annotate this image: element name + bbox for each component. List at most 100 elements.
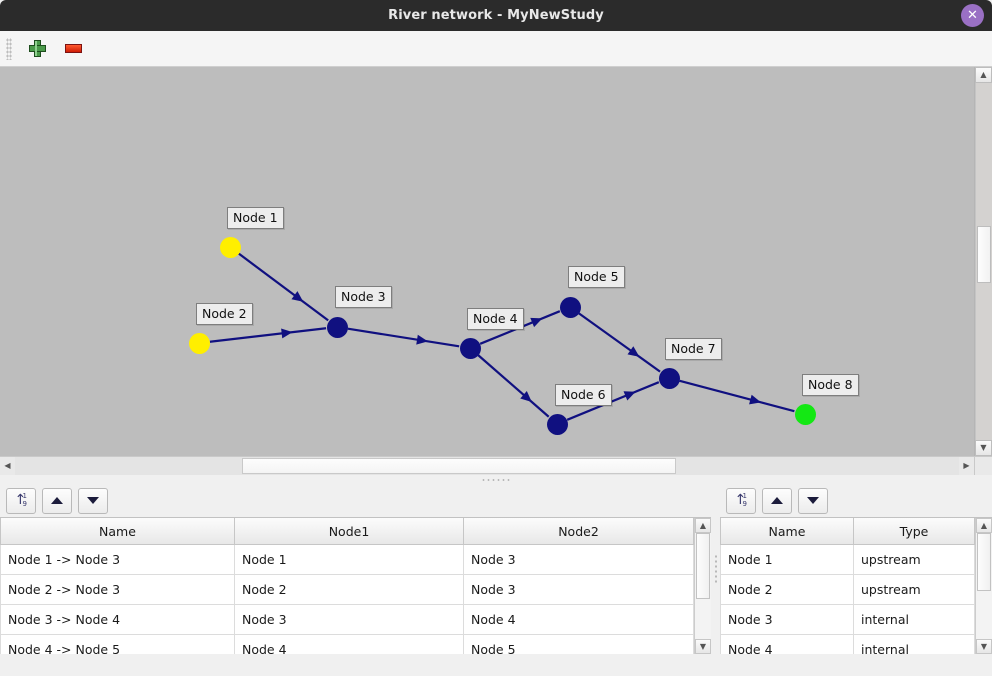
- scroll-up-icon[interactable]: ▲: [975, 67, 992, 83]
- graph-node-label-n7[interactable]: Node 7: [665, 338, 722, 360]
- page-title: River network - MyNewStudy: [388, 8, 604, 23]
- table-cell[interactable]: Node 3: [463, 574, 694, 605]
- node-table-scrollbar[interactable]: ▲ ▼: [975, 518, 992, 654]
- graph-node-n7[interactable]: [658, 367, 680, 389]
- graph-node-n6[interactable]: [546, 413, 568, 435]
- graph-node-n8[interactable]: [794, 403, 816, 425]
- table-cell[interactable]: Node 4: [463, 604, 694, 635]
- toolbar-drag-handle[interactable]: [6, 37, 12, 60]
- table-cell[interactable]: Node 4 -> Node 5: [0, 634, 235, 654]
- diagram-vscroll-track[interactable]: [975, 83, 992, 440]
- table-cell[interactable]: Node 3 -> Node 4: [0, 604, 235, 635]
- branch-scroll-track[interactable]: [695, 533, 711, 639]
- graph-node-label-n6[interactable]: Node 6: [555, 384, 612, 406]
- branch-table-scrollbar[interactable]: ▲ ▼: [694, 518, 711, 654]
- graph-node-n1[interactable]: [219, 236, 241, 258]
- diagram-vertical-scrollbar[interactable]: ▲ ▼: [974, 67, 992, 456]
- scroll-up-icon[interactable]: ▲: [695, 518, 711, 533]
- table-cell[interactable]: upstream: [853, 574, 975, 605]
- graph-node-n4[interactable]: [459, 337, 481, 359]
- branch-move-down-button[interactable]: [78, 487, 108, 514]
- graph-node-label-n8[interactable]: Node 8: [802, 374, 859, 396]
- table-cell[interactable]: Node 4: [234, 634, 464, 654]
- graph-node-label-n3[interactable]: Node 3: [335, 286, 392, 308]
- table-cell[interactable]: internal: [853, 604, 975, 635]
- node-scroll-thumb[interactable]: [977, 533, 991, 592]
- diagram-hscroll-track[interactable]: [15, 457, 959, 475]
- node-column-header-1[interactable]: Type: [853, 518, 975, 545]
- horizontal-splitter[interactable]: [0, 475, 992, 484]
- table-cell[interactable]: internal: [853, 634, 975, 654]
- table-cell[interactable]: Node 2 -> Node 3: [0, 574, 235, 605]
- node-move-down-button[interactable]: [798, 487, 828, 514]
- table-cell[interactable]: Node 1: [720, 544, 854, 575]
- graph-node-n5[interactable]: [559, 296, 581, 318]
- table-cell[interactable]: upstream: [853, 544, 975, 575]
- branch-column-header-0[interactable]: Name: [0, 518, 235, 545]
- scrollbar-corner: [974, 457, 992, 475]
- diagram-hscroll-thumb[interactable]: [241, 458, 676, 474]
- graph-node-n3[interactable]: [326, 316, 348, 338]
- table-cell[interactable]: Node 3: [463, 544, 694, 575]
- graph-node-n2[interactable]: [188, 332, 210, 354]
- scroll-up-icon[interactable]: ▲: [976, 518, 992, 533]
- node-scroll-track[interactable]: [976, 533, 992, 639]
- triangle-up-icon: [771, 497, 783, 504]
- scroll-right-icon[interactable]: ▶: [959, 457, 974, 475]
- graph-node-label-n4[interactable]: Node 4: [467, 308, 524, 330]
- diagram-vscroll-thumb[interactable]: [977, 225, 991, 283]
- graph-node-label-n1[interactable]: Node 1: [227, 207, 284, 229]
- branch-move-up-button[interactable]: [42, 487, 72, 514]
- table-cell[interactable]: Node 3: [234, 604, 464, 635]
- diagram-horizontal-scrollbar[interactable]: ◀ ▶: [0, 456, 992, 475]
- close-icon[interactable]: ✕: [961, 4, 984, 27]
- table-cell[interactable]: Node 2: [720, 574, 854, 605]
- table-cell[interactable]: Node 1: [234, 544, 464, 575]
- table-cell[interactable]: Node 1 -> Node 3: [0, 544, 235, 575]
- main-toolbar: [0, 31, 992, 67]
- scroll-down-icon[interactable]: ▼: [976, 639, 992, 654]
- scroll-down-icon[interactable]: ▼: [975, 440, 992, 456]
- add-node-button[interactable]: [24, 36, 50, 62]
- vertical-splitter[interactable]: [711, 484, 720, 654]
- triangle-down-icon: [87, 497, 99, 504]
- remove-node-button[interactable]: [60, 36, 86, 62]
- branch-column-header-1[interactable]: Node1: [234, 518, 464, 545]
- branch-scroll-thumb[interactable]: [696, 533, 710, 599]
- scroll-left-icon[interactable]: ◀: [0, 457, 15, 475]
- branch-column-header-2[interactable]: Node2: [463, 518, 694, 545]
- network-canvas[interactable]: Node 1 Node 2 Node 3 Node 4 Node 5 Node 6 Node…: [0, 67, 974, 456]
- graph-node-label-n2[interactable]: Node 2: [196, 303, 253, 325]
- node-move-up-button[interactable]: [762, 487, 792, 514]
- graph-node-label-n5[interactable]: Node 5: [568, 266, 625, 288]
- table-cell[interactable]: Node 4: [720, 634, 854, 654]
- table-cell[interactable]: Node 3: [720, 604, 854, 635]
- triangle-down-icon: [807, 497, 819, 504]
- scroll-down-icon[interactable]: ▼: [695, 639, 711, 654]
- table-cell[interactable]: Node 5: [463, 634, 694, 654]
- table-cell[interactable]: Node 2: [234, 574, 464, 605]
- node-column-header-0[interactable]: Name: [720, 518, 854, 545]
- triangle-up-icon: [51, 497, 63, 504]
